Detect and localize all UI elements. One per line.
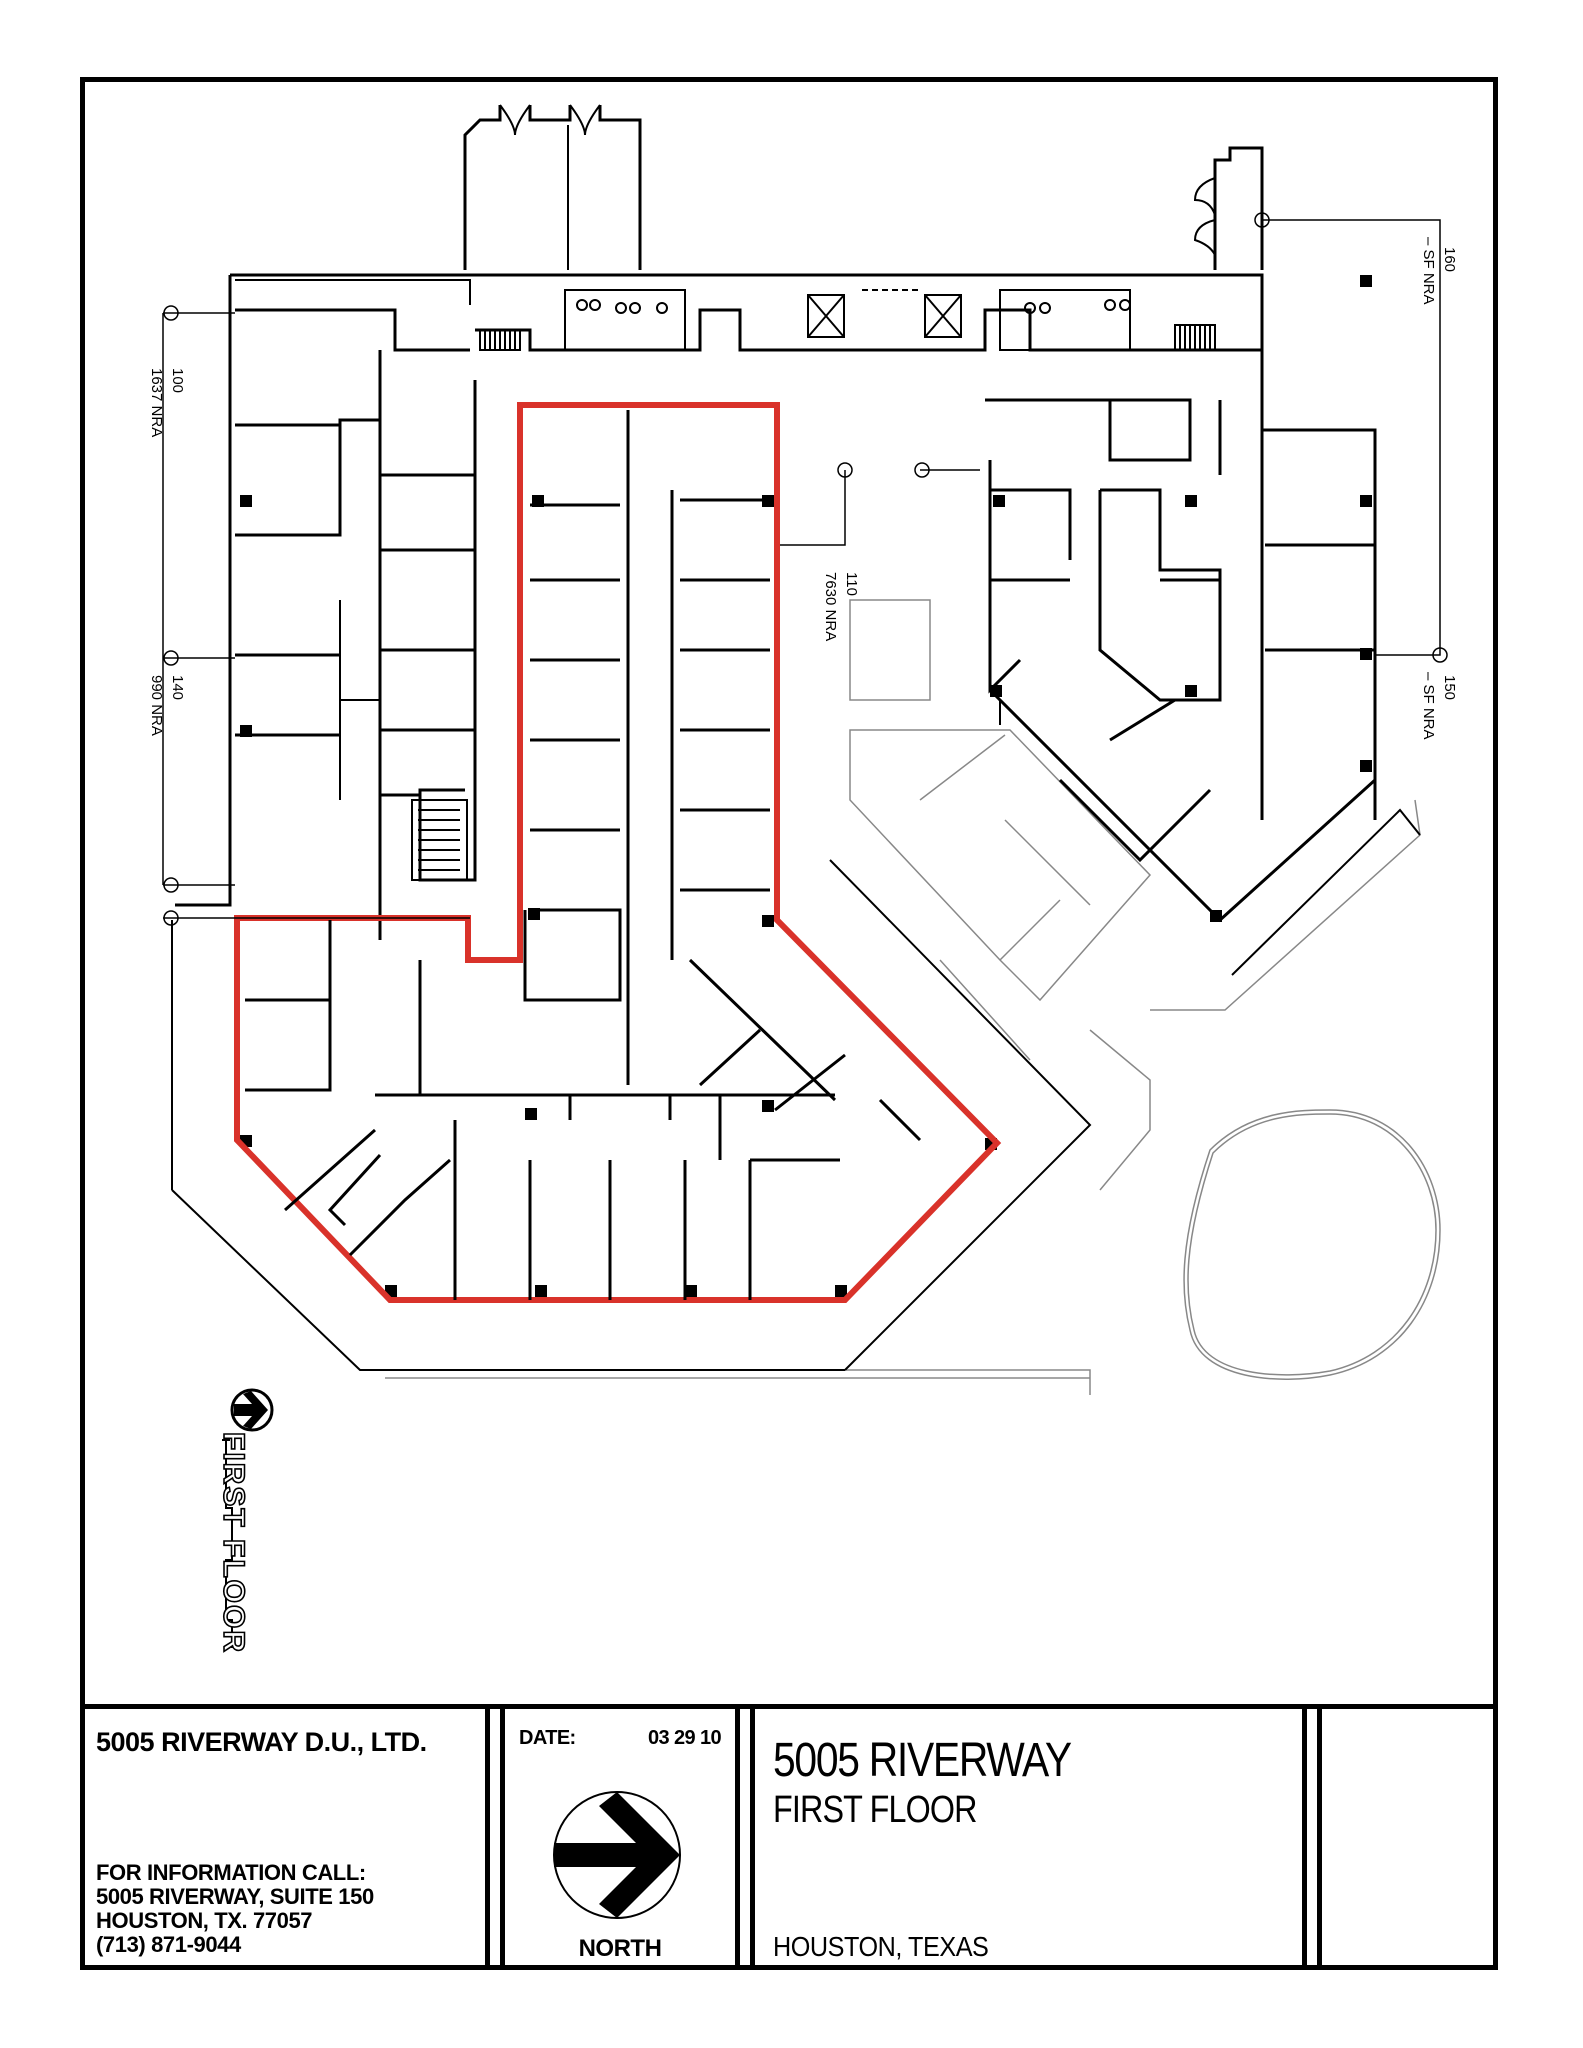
- suite-110-outline: [234, 402, 1002, 1303]
- suite-100-label: 100: [169, 368, 186, 394]
- scale-bar: [222, 1439, 233, 1648]
- floor-plan: [162, 104, 1448, 1648]
- date-block: DATE: 03 29 10 NORTH: [505, 1709, 735, 1970]
- divider: [500, 1709, 505, 1970]
- date-label: DATE:: [519, 1727, 576, 1749]
- suite-140-label: 140: [169, 675, 186, 701]
- plan-north-arrow-icon: [230, 1388, 274, 1432]
- project-block: 5005 RIVERWAY FIRST FLOOR HOUSTON, TEXAS: [757, 1709, 1307, 1970]
- title-block: 5005 RIVERWAY D.U., LTD. FOR INFORMATION…: [80, 1704, 1498, 1970]
- suite-100-area: 1637 NRA: [148, 368, 165, 438]
- divider: [1317, 1709, 1322, 1970]
- site-outline: [171, 599, 1441, 1395]
- floor-title: FIRST FLOOR: [773, 1789, 977, 1831]
- project-location: HOUSTON, TEXAS: [773, 1931, 989, 1962]
- suite-160-area: – SF NRA: [1420, 237, 1437, 305]
- suite-140-area: 990 NRA: [148, 675, 165, 736]
- drawing-border: [80, 77, 1498, 1970]
- suite-150-label: 150: [1441, 675, 1458, 701]
- divider: [485, 1709, 490, 1970]
- north-label: NORTH: [578, 1935, 662, 1962]
- divider: [750, 1709, 755, 1970]
- contact-info: FOR INFORMATION CALL: 5005 RIVERWAY, SUI…: [96, 1860, 374, 1957]
- suite-110-area: 7630 NRA: [822, 572, 839, 642]
- divider: [735, 1709, 740, 1970]
- plan-floor-label: FIRST FLOOR: [216, 1431, 251, 1655]
- north-arrow-icon: [553, 1791, 681, 1919]
- owner-name: 5005 RIVERWAY D.U., LTD.: [96, 1727, 427, 1757]
- owner-block: 5005 RIVERWAY D.U., LTD. FOR INFORMATION…: [80, 1709, 485, 1970]
- suite-160-label: 160: [1441, 247, 1458, 273]
- blank-block: [1325, 1709, 1498, 1970]
- divider: [1302, 1709, 1307, 1970]
- date-value: 03 29 10: [647, 1727, 722, 1749]
- suite-150-area: – SF NRA: [1420, 672, 1437, 740]
- project-title: 5005 RIVERWAY: [773, 1734, 1072, 1787]
- suite-110-label: 110: [843, 572, 860, 596]
